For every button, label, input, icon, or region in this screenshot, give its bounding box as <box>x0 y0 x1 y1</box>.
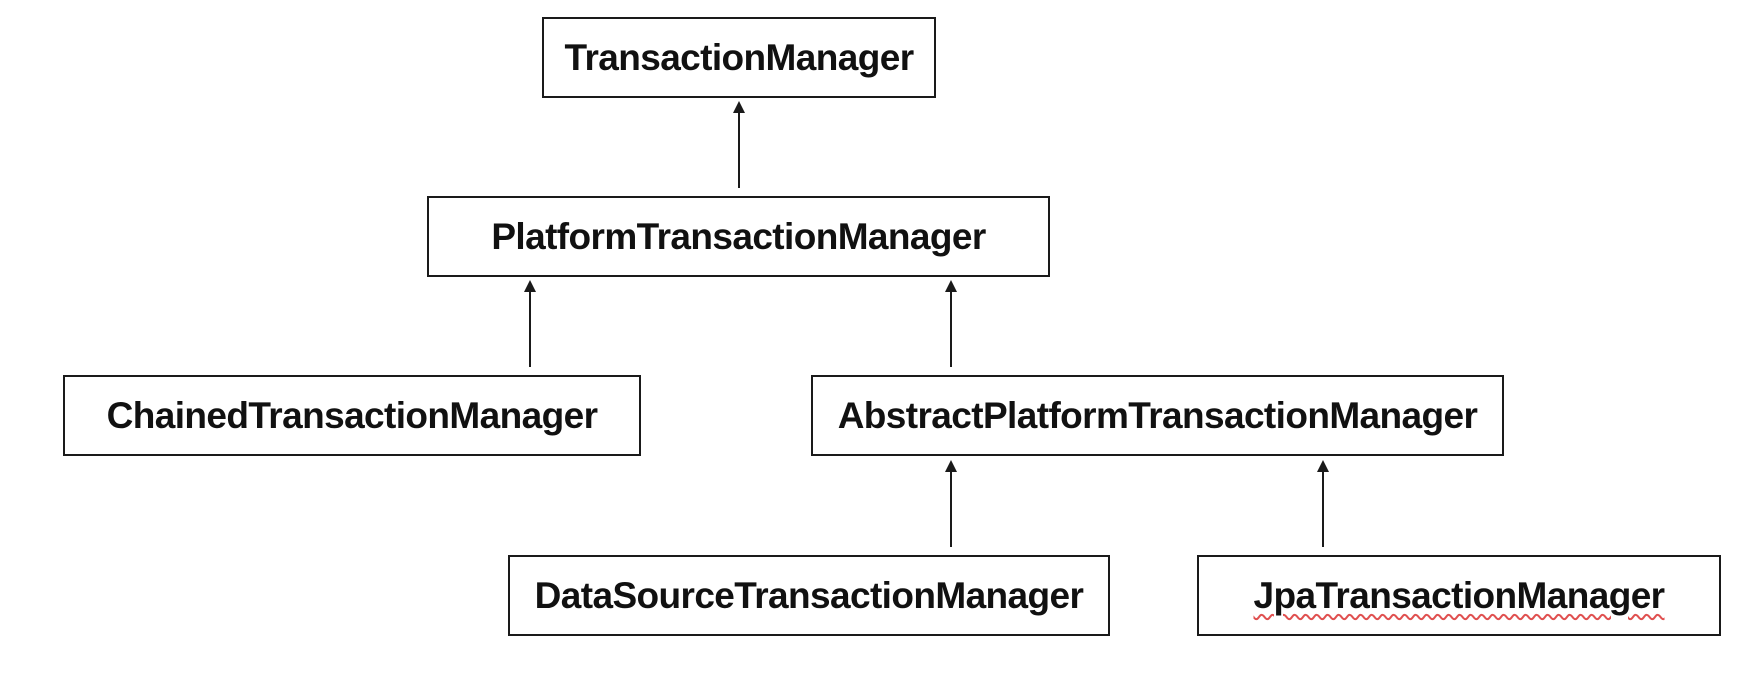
node-label: AbstractPlatformTransactionManager <box>837 394 1478 436</box>
node-label: JpaTransactionManager <box>1253 574 1666 616</box>
jpa-transaction-manager-node: JpaTransactionManager <box>1197 555 1721 636</box>
node-label: ChainedTransactionManager <box>106 394 598 436</box>
node-label: DataSourceTransactionManager <box>534 574 1084 616</box>
platform-transaction-manager-node: PlatformTransactionManager <box>427 196 1050 277</box>
data-source-transaction-manager-node: DataSourceTransactionManager <box>508 555 1110 636</box>
transaction-manager-node: TransactionManager <box>542 17 936 98</box>
abstract-platform-transaction-manager-node: AbstractPlatformTransactionManager <box>811 375 1504 456</box>
node-label: PlatformTransactionManager <box>491 215 986 257</box>
chained-transaction-manager-node: ChainedTransactionManager <box>63 375 641 456</box>
node-label: TransactionManager <box>564 36 914 78</box>
